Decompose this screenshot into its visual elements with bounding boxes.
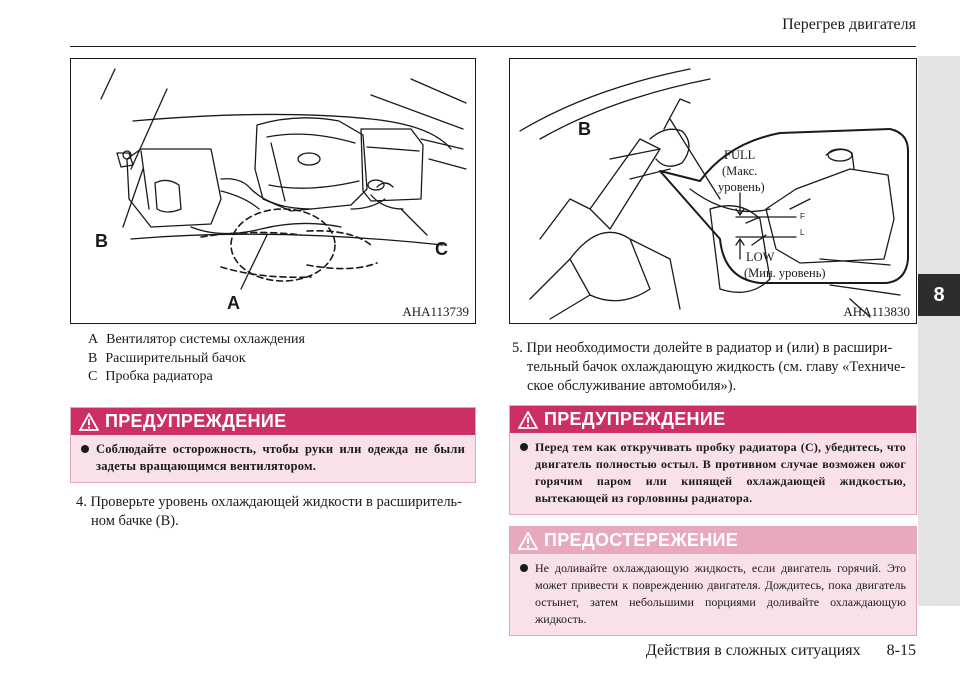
step-5-line-1: 5. При необходимости долейте в радиатор … <box>512 340 893 356</box>
legend-text: Расширительный бачок <box>105 350 246 366</box>
label-c-left: C <box>435 239 448 259</box>
legend-letter: C <box>88 369 98 384</box>
engine-bay-illustration: B A C <box>95 68 467 313</box>
reservoir-figure: B FULL (Макс. уровень) LOW (Мин. уровень… <box>509 58 917 324</box>
chapter-badge: 8 <box>918 274 960 316</box>
footer-section: Действия в сложных ситуациях <box>645 642 861 659</box>
step-4-line-2: ном бачке (B). <box>91 513 179 529</box>
caution-triangle-icon <box>518 531 538 550</box>
step-5-line-3: ское обслуживание автомобиля»). <box>527 378 737 394</box>
engine-bay-figure: B A C AHA113739 <box>70 58 476 324</box>
figure-legend: A Вентилятор системы охлаждения B Расширит… <box>88 331 305 387</box>
label-b-right: B <box>578 119 591 139</box>
legend-row: B Расширительный бачок <box>88 350 305 369</box>
legend-text: Вентилятор системы охлаждения <box>106 332 305 347</box>
step-4-line-1: 4. Проверьте уровень охлаждающей жидкост… <box>76 494 462 510</box>
legend-row: A Вентилятор системы охлаждения <box>88 331 305 350</box>
warning-title: ПРЕДУПРЕЖДЕНИЕ <box>105 411 287 431</box>
footer-page-number: 8-15 <box>886 642 916 659</box>
figure-code-right: AHA113830 <box>843 304 910 319</box>
label-low: LOW <box>746 250 775 264</box>
warning-body: Соблюдайте осторожность, чтобы руки или … <box>71 435 475 482</box>
chapter-side-tab: 8 <box>918 56 960 606</box>
label-b-left: B <box>95 231 108 251</box>
step-5: 5. При необходимости долейте в радиатор … <box>512 339 917 396</box>
legend-letter: B <box>88 350 98 366</box>
step-5-line-2: тельный бачок охлаждающую жидкость (см. … <box>527 359 906 375</box>
step-4: 4. Проверьте уровень охлаждающей жидкост… <box>76 493 476 531</box>
bullet-icon <box>81 445 89 453</box>
warning-box-radiator-cap: ПРЕДУПРЕЖДЕНИЕ Перед тем как откручивать… <box>509 405 917 515</box>
legend-row: C Пробка радиатора <box>88 368 305 387</box>
header-rule <box>70 46 916 47</box>
warning-title: ПРЕДУПРЕЖДЕНИЕ <box>544 409 726 429</box>
label-a-left: A <box>227 293 240 313</box>
bullet-icon <box>520 564 528 572</box>
page-header-title: Перегрев двигателя <box>782 16 916 33</box>
tank-mark-f: F <box>800 212 805 221</box>
caution-title: ПРЕДОСТЕРЕЖЕНИЕ <box>544 530 739 550</box>
warning-header: ПРЕДУПРЕЖДЕНИЕ <box>71 408 475 435</box>
caution-text: Не доливайте охлаждающую жидкость, если … <box>535 561 906 626</box>
page-footer: Действия в сложных ситуациях 8-15 <box>646 642 916 660</box>
label-full: FULL <box>724 148 755 162</box>
warning-triangle-icon <box>79 412 99 431</box>
warning-body: Перед тем как откручивать пробку радиато… <box>510 433 916 514</box>
label-low-min: (Мин. уровень) <box>744 266 826 280</box>
warning-box-fan: ПРЕДУПРЕЖДЕНИЕ Соблюдайте осторожность, … <box>70 407 476 483</box>
legend-letter: A <box>88 332 99 347</box>
label-full-max: (Макс. <box>722 164 757 178</box>
label-full-level: уровень) <box>718 180 765 194</box>
reservoir-illustration: B FULL (Макс. уровень) LOW (Мин. уровень… <box>519 68 909 320</box>
bullet-icon <box>520 443 528 451</box>
warning-triangle-icon <box>518 410 538 429</box>
figure-code-left: AHA113739 <box>402 304 469 319</box>
caution-body: Не доливайте охлаждающую жидкость, если … <box>510 554 916 635</box>
legend-text: Пробка радиатора <box>105 369 213 384</box>
caution-box-hot-engine: ПРЕДОСТЕРЕЖЕНИЕ Не доливайте охлаждающую… <box>509 526 917 636</box>
tank-mark-l: L <box>800 228 805 237</box>
warning-header: ПРЕДУПРЕЖДЕНИЕ <box>510 406 916 433</box>
caution-header: ПРЕДОСТЕРЕЖЕНИЕ <box>510 527 916 554</box>
warning-text: Перед тем как откручивать пробку радиато… <box>535 440 906 505</box>
warning-text: Соблюдайте осторожность, чтобы руки или … <box>96 442 465 473</box>
